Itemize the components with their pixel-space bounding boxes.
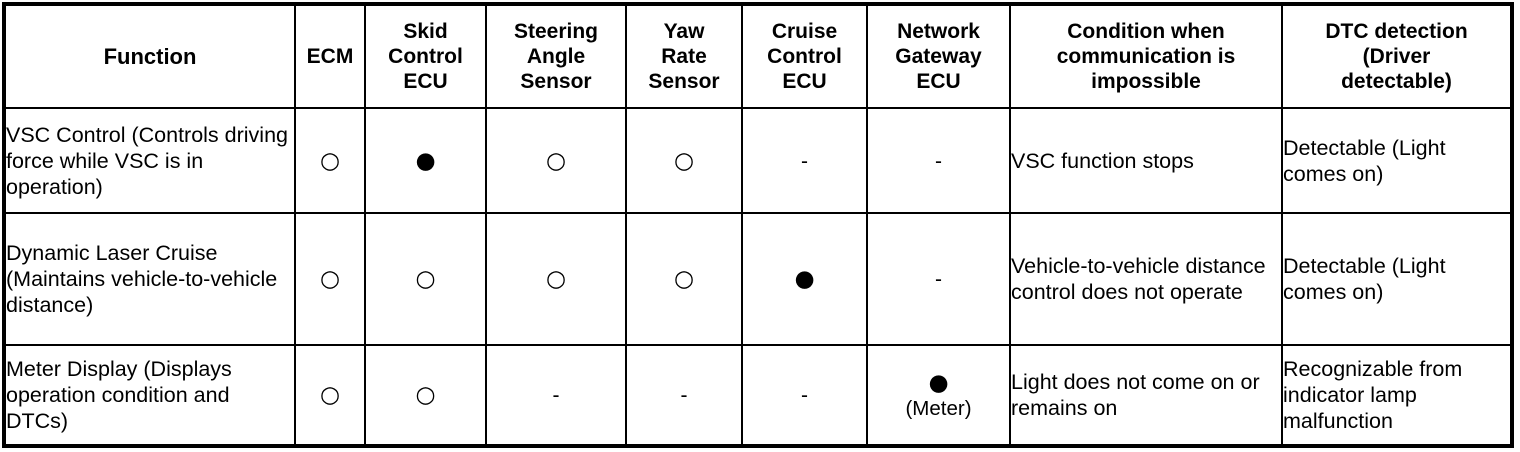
cell-condition: VSC function stops [1009, 107, 1283, 214]
header-line: Skid [403, 20, 448, 43]
header-line: Sensor [648, 70, 720, 93]
cell-yaw-rate-sensor: ○ [625, 212, 743, 346]
cell-steering-angle-sensor: ○ [485, 212, 627, 346]
dash-icon: - [680, 384, 688, 407]
column-header-steering-angle-sensor: Steering Angle Sensor [485, 3, 627, 109]
cell-cruise-control-ecu: - [741, 107, 868, 214]
cell-condition: Light does not come on or remains on [1009, 344, 1283, 447]
open-circle-icon: ○ [319, 266, 341, 292]
header-line: Angle [526, 45, 586, 68]
header-line: communication is [1056, 45, 1236, 68]
header-line: detectable) [1341, 70, 1452, 93]
cell-function: VSC Control (Controls driving force whil… [3, 107, 296, 214]
header-row: Function ECM Skid Control ECU Steering A… [3, 3, 1513, 109]
cell-steering-angle-sensor: ○ [485, 107, 627, 214]
cell-dtc-detection: Recognizable from indicator lamp malfunc… [1281, 344, 1513, 447]
cell-ecm: ○ [294, 107, 366, 214]
header-line: ECU [403, 70, 448, 93]
header-line: Sensor [520, 70, 592, 93]
cell-skid-control-ecu: ● [364, 107, 487, 214]
header-line: Condition when [1067, 20, 1225, 43]
dash-icon: - [935, 268, 942, 291]
cell-yaw-rate-sensor: ○ [625, 107, 743, 214]
header-line: ECU [782, 70, 827, 93]
open-circle-icon: ○ [673, 147, 695, 174]
filled-circle-icon: ● [415, 147, 436, 174]
cell-dtc-detection: Detectable (Light comes on) [1281, 212, 1513, 346]
cell-function: Dynamic Laser Cruise (Maintains vehicle-… [3, 212, 296, 346]
column-header-yaw-rate-sensor: Yaw Rate Sensor [625, 3, 743, 109]
open-circle-icon: ○ [545, 266, 567, 292]
header-line: Rate [661, 45, 707, 68]
cell-network-gateway-ecu: - [866, 107, 1011, 214]
cell-network-gateway-ecu: - [866, 212, 1011, 346]
header-line: Control [388, 45, 463, 68]
header-line: DTC detection [1325, 20, 1468, 43]
open-circle-icon: ○ [415, 266, 436, 292]
cell-skid-control-ecu: ○ [364, 212, 487, 346]
cell-network-gateway-ecu: ● (Meter) [866, 344, 1011, 447]
table-row: Meter Display (Displays operation condit… [3, 344, 1513, 447]
filled-circle-icon: ● [928, 369, 949, 396]
header-line: Cruise [771, 20, 838, 43]
header-line: Control [767, 45, 842, 68]
table-row: VSC Control (Controls driving force whil… [3, 107, 1513, 214]
cell-cruise-control-ecu: - [741, 344, 868, 447]
open-circle-icon: ○ [319, 382, 341, 408]
dash-icon: - [552, 384, 560, 407]
cell-condition: Vehicle-to-vehicle distance control does… [1009, 212, 1283, 346]
header-line: ECU [916, 70, 961, 93]
column-header-cruise-control-ecu: Cruise Control ECU [741, 3, 868, 109]
header-line: Yaw [663, 20, 705, 43]
cell-dtc-detection: Detectable (Light comes on) [1281, 107, 1513, 214]
cell-function: Meter Display (Displays operation condit… [3, 344, 296, 447]
header-line: Network [897, 20, 980, 43]
column-header-function: Function [3, 3, 296, 109]
table-row: Dynamic Laser Cruise (Maintains vehicle-… [3, 212, 1513, 346]
cell-network-gateway-note: (Meter) [905, 396, 972, 420]
cell-skid-control-ecu: ○ [364, 344, 487, 447]
column-header-ecm: ECM [294, 3, 366, 109]
column-header-condition-when-communication-impossible: Condition when communication is impossib… [1009, 3, 1283, 109]
header-line: Steering [513, 20, 599, 43]
table-header: Function ECM Skid Control ECU Steering A… [3, 3, 1513, 109]
header-line: (Driver [1362, 45, 1431, 68]
open-circle-icon: ○ [415, 382, 436, 408]
column-header-dtc-detection: DTC detection (Driver detectable) [1281, 3, 1513, 109]
table-body: VSC Control (Controls driving force whil… [3, 107, 1513, 447]
column-header-network-gateway-ecu: Network Gateway ECU [866, 3, 1011, 109]
cell-ecm: ○ [294, 212, 366, 346]
dash-icon: - [801, 149, 808, 173]
cell-ecm: ○ [294, 344, 366, 447]
column-header-skid-control-ecu: Skid Control ECU [364, 3, 487, 109]
open-circle-icon: ○ [319, 147, 341, 174]
dash-icon: - [935, 149, 942, 173]
dash-icon: - [801, 384, 808, 407]
cell-yaw-rate-sensor: - [625, 344, 743, 447]
header-line: impossible [1091, 70, 1201, 93]
open-circle-icon: ○ [673, 266, 695, 292]
header-line: Gateway [895, 45, 982, 68]
cell-steering-angle-sensor: - [485, 344, 627, 447]
filled-circle-icon: ● [794, 266, 815, 292]
open-circle-icon: ○ [545, 147, 567, 174]
cell-cruise-control-ecu: ● [741, 212, 868, 346]
